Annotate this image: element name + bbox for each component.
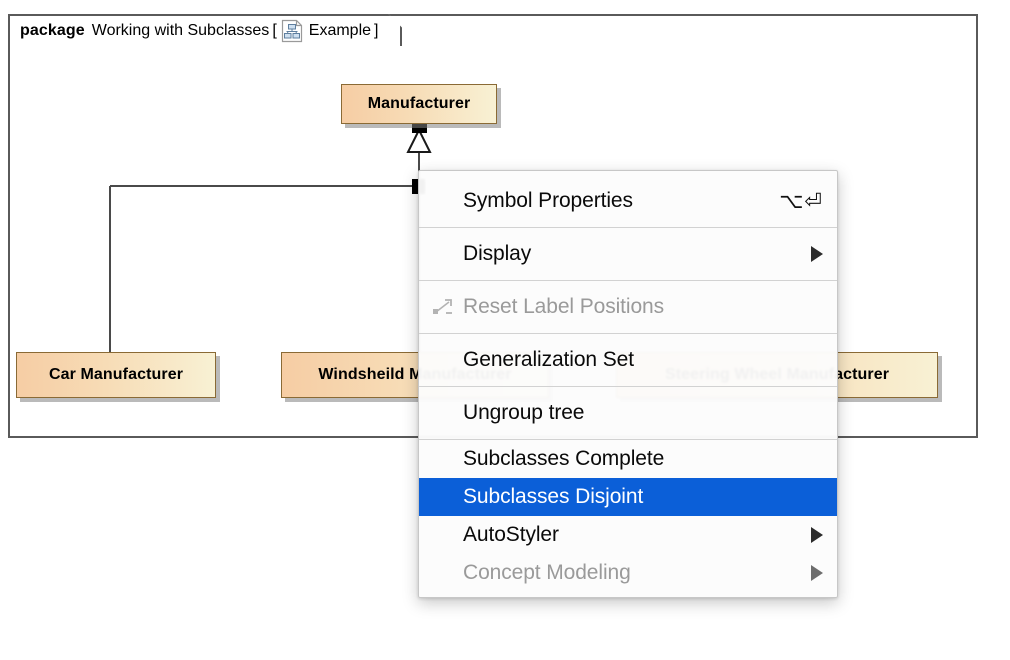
menu-item-label: AutoStyler xyxy=(463,523,559,546)
reset-label-positions-icon xyxy=(431,297,455,317)
package-tab[interactable]: package Working with Subclasses [ Exampl… xyxy=(8,14,402,46)
diagram-label: Example xyxy=(308,22,372,39)
menu-separator xyxy=(419,227,837,228)
menu-item-subclasses-complete[interactable]: Subclasses Complete xyxy=(419,440,837,478)
menu-item-reset-label-positions: Reset Label Positions xyxy=(419,281,837,333)
class-name: Manufacturer xyxy=(367,95,471,112)
menu-item-label: Reset Label Positions xyxy=(463,295,665,318)
class-name: Car Manufacturer xyxy=(48,366,184,383)
menu-item-label: Display xyxy=(463,242,532,265)
class-box-manufacturer[interactable]: Manufacturer xyxy=(341,84,497,124)
chevron-right-icon xyxy=(811,246,823,262)
menu-item-display[interactable]: Display xyxy=(419,228,837,280)
package-name: Working with Subclasses xyxy=(91,22,270,39)
menu-item-label: Symbol Properties xyxy=(463,189,633,212)
menu-item-label: Concept Modeling xyxy=(463,561,631,584)
chevron-right-icon xyxy=(811,527,823,543)
menu-separator xyxy=(419,386,837,387)
class-diagram-icon xyxy=(281,19,303,43)
menu-item-label: Subclasses Disjoint xyxy=(463,485,644,508)
class-box-car-manufacturer[interactable]: Car Manufacturer xyxy=(16,352,216,398)
menu-separator xyxy=(419,333,837,334)
menu-separator xyxy=(419,280,837,281)
menu-item-label: Subclasses Complete xyxy=(463,447,665,470)
package-keyword: package xyxy=(20,22,85,39)
menu-item-symbol-properties[interactable]: Symbol Properties ⌥⏎ xyxy=(419,175,837,227)
menu-item-autostyler[interactable]: AutoStyler xyxy=(419,516,837,554)
menu-item-label: Ungroup tree xyxy=(463,401,585,424)
context-menu[interactable]: Symbol Properties ⌥⏎ Display Reset Label… xyxy=(418,170,838,598)
menu-separator xyxy=(419,439,837,440)
bracket-open: [ xyxy=(272,22,277,39)
menu-item-subclasses-disjoint[interactable]: Subclasses Disjoint xyxy=(419,478,837,516)
bracket-close: ] xyxy=(374,22,379,39)
menu-item-concept-modeling: Concept Modeling xyxy=(419,554,837,592)
menu-item-shortcut: ⌥⏎ xyxy=(779,189,823,213)
menu-item-generalization-set[interactable]: Generalization Set xyxy=(419,334,837,386)
menu-item-ungroup-tree[interactable]: Ungroup tree xyxy=(419,387,837,439)
menu-item-label: Generalization Set xyxy=(463,348,634,371)
chevron-right-icon xyxy=(811,565,823,581)
